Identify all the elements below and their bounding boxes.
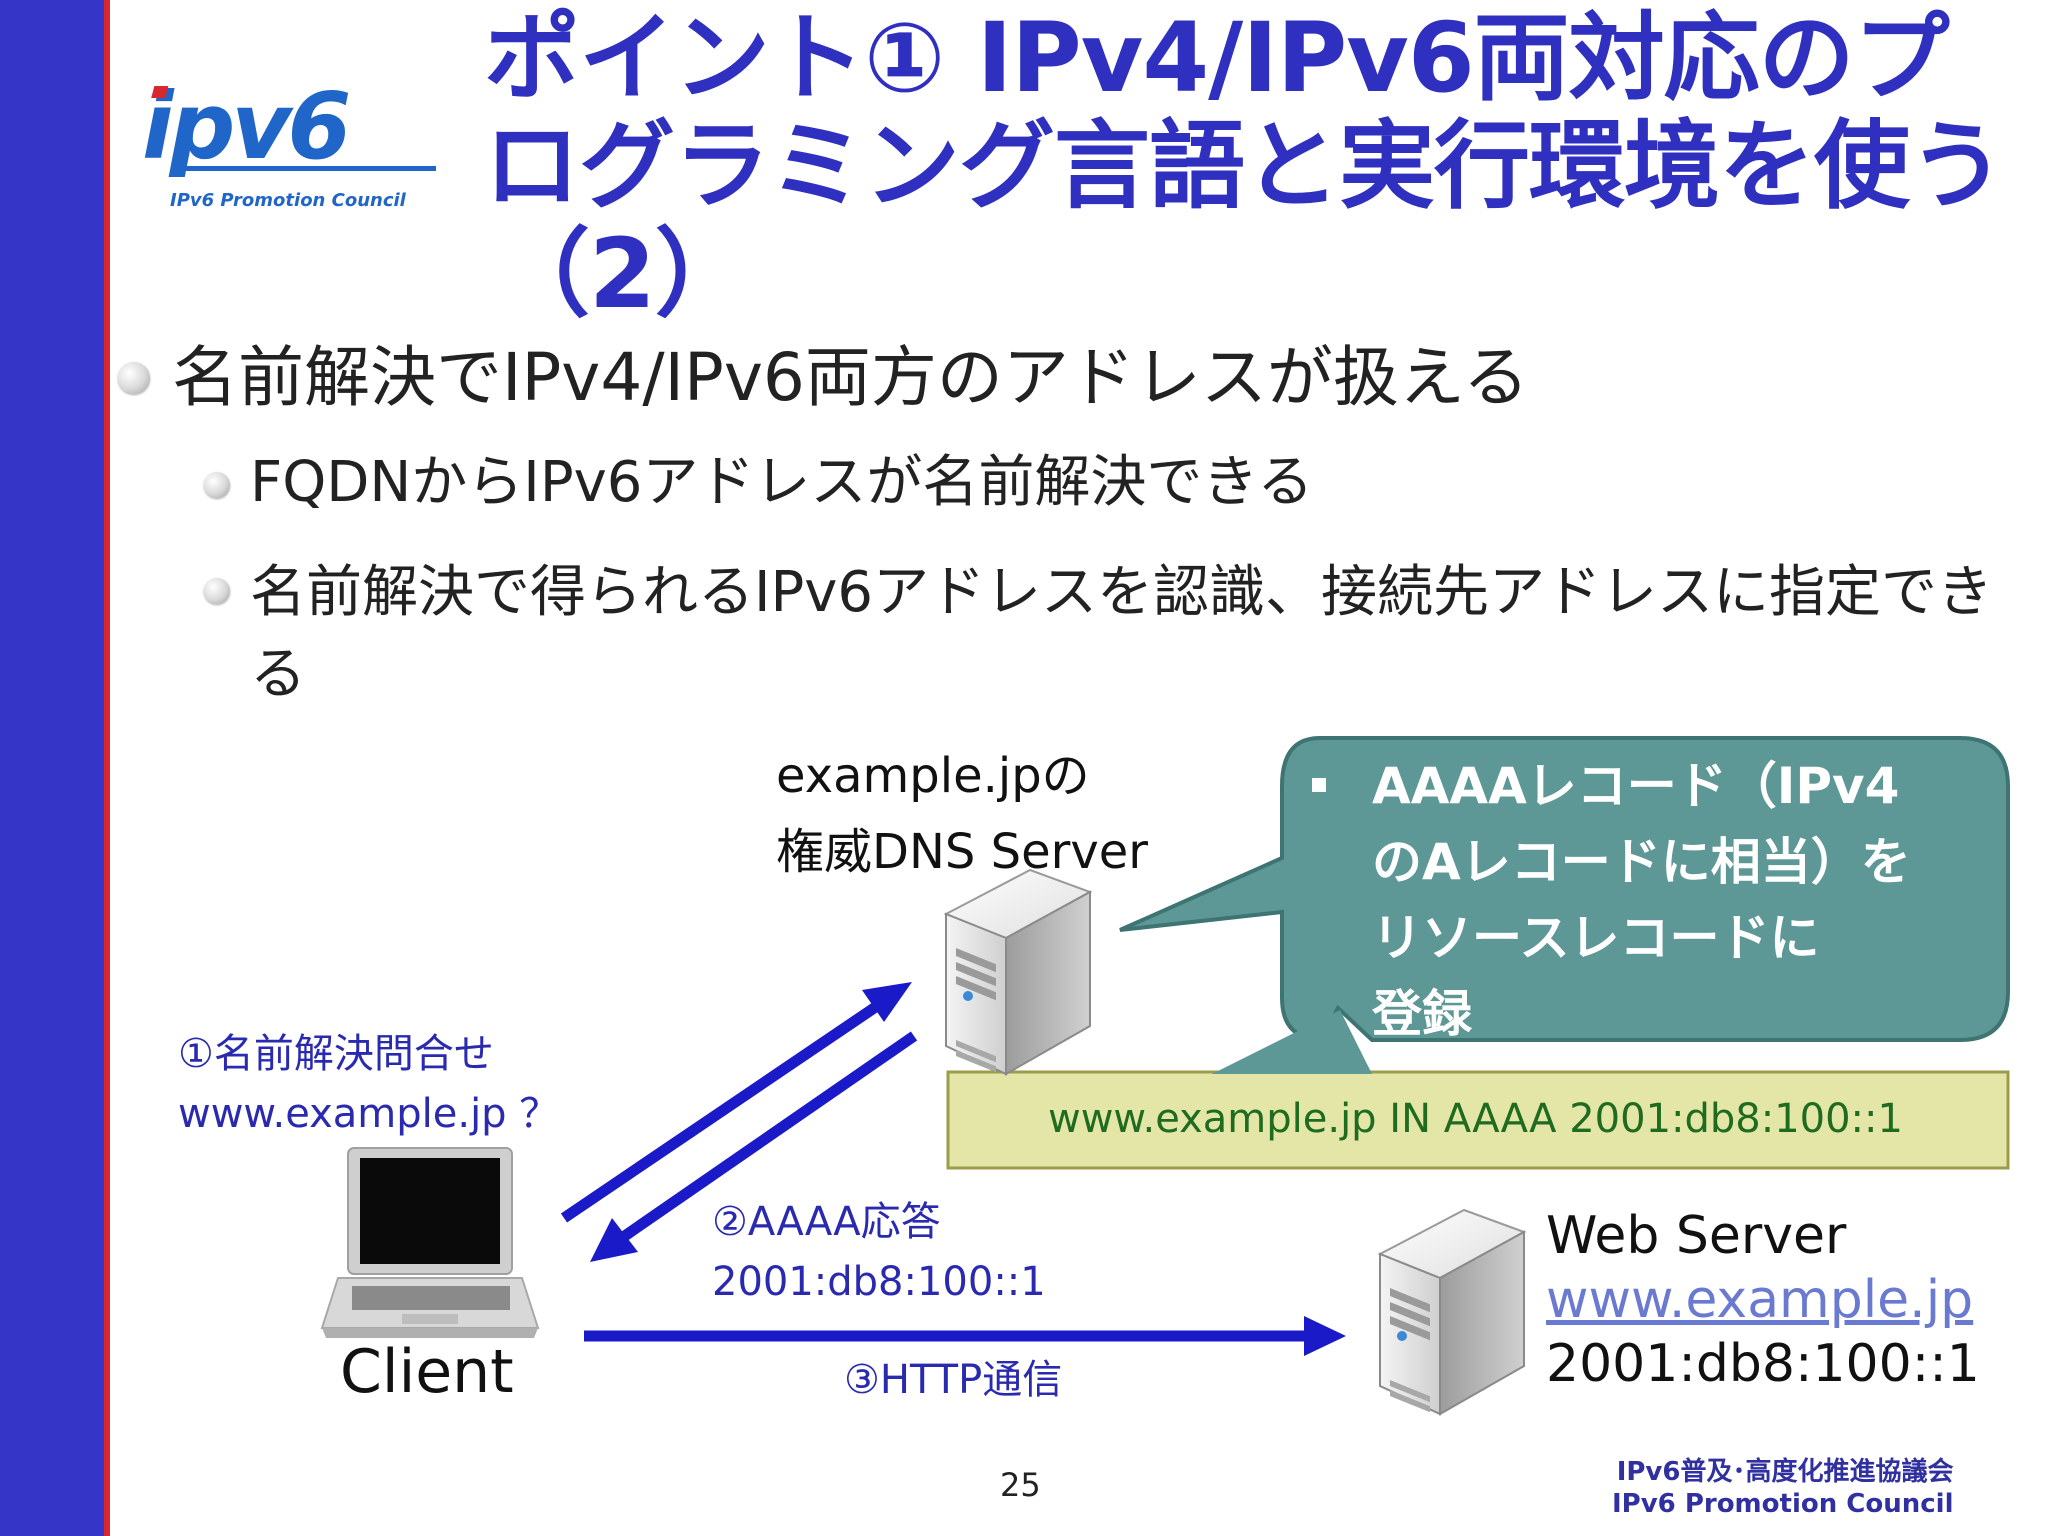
callout-tail <box>1212 1010 1372 1074</box>
title-line-2: ログラミング言語と実行環境を使う <box>484 110 2005 222</box>
bullet-item-3: 名前解決で得られるIPv6アドレスを認識、接続先アドレスに指定できる <box>250 560 1994 707</box>
http-arrow <box>584 1316 1346 1356</box>
bullet-marker-2 <box>204 472 230 498</box>
page-number: 25 <box>1000 1466 1041 1504</box>
dns-server-icon <box>943 868 1093 1076</box>
footer-logo: IPv6普及･高度化推進協議会 IPv6 Promotion Council <box>1612 1456 1953 1520</box>
web-server-url-link[interactable]: www.example.jp <box>1546 1270 1974 1330</box>
web-server-label: Web Server www.example.jp 2001:db8:100::… <box>1546 1204 1980 1396</box>
dns-server-label: example.jpの 権威DNS Server <box>776 738 1148 890</box>
bullet-item-1: 名前解決でIPv4/IPv6両方のアドレスが扱える <box>172 339 1529 416</box>
bullet-marker-1 <box>118 362 150 394</box>
logo-brand-text: ipv6 <box>142 80 348 180</box>
callout-bullet-marker <box>1312 778 1326 792</box>
dns-server-label-line-1: example.jpの <box>776 748 1090 804</box>
sidebar-band <box>0 0 104 1536</box>
footer-logo-line-2: IPv6 Promotion Council <box>1612 1489 1954 1519</box>
slide-title: ポイント① IPv4/IPv6両対応のプ ログラミング言語と実行環境を使う （2… <box>484 4 2024 328</box>
client-label: Client <box>340 1337 514 1407</box>
title-line-1: ポイント① IPv4/IPv6両対応のプ <box>484 2 1950 114</box>
callout-text: AAAAレコード（IPv4 のAレコードに相当）を リソースレコードに 登録 <box>1318 748 2048 1052</box>
web-server-label-title: Web Server <box>1546 1206 1847 1266</box>
answer-label-line-2: 2001:db8:100::1 <box>712 1259 1046 1305</box>
aaaa-record-text: www.example.jp IN AAAA 2001:db8:100::1 <box>1048 1096 1903 1142</box>
answer-arrow <box>590 1031 918 1262</box>
answer-label: ②AAAA応答 2001:db8:100::1 <box>712 1192 1046 1312</box>
callout-line-4: 登録 <box>1372 985 1472 1043</box>
web-server-address: 2001:db8:100::1 <box>1546 1334 1980 1394</box>
laptop-icon <box>320 1147 540 1338</box>
answer-label-line-1: ②AAAA応答 <box>712 1199 941 1245</box>
query-arrow <box>560 982 912 1223</box>
ipv6-logo: ipv6 IPv6 Promotion Council <box>142 80 436 211</box>
dns-server-label-line-2: 権威DNS Server <box>776 824 1149 880</box>
query-label-line-2: www.example.jp ？ <box>178 1091 560 1137</box>
callout-bubble <box>1119 736 2010 1042</box>
sidebar-accent-line <box>104 0 110 1536</box>
callout-line-3: リソースレコードに <box>1372 909 1820 967</box>
footer-logo-line-1: IPv6普及･高度化推進協議会 <box>1616 1457 1954 1487</box>
query-label: ①名前解決問合せ www.example.jp ？ <box>178 1024 559 1144</box>
record-box <box>946 1070 2010 1170</box>
callout-line-2: のAレコードに相当）を <box>1372 833 1911 891</box>
bullet-item-2: FQDNからIPv6アドレスが名前解決できる <box>250 450 1314 515</box>
callout-line-1: AAAAレコード（IPv4 <box>1372 757 1900 815</box>
web-server-icon <box>1377 1208 1527 1416</box>
bullet-marker-3 <box>204 578 230 604</box>
http-label: ③HTTP通信 <box>844 1357 1063 1403</box>
logo-tagline: IPv6 Promotion Council <box>170 190 407 211</box>
query-label-line-1: ①名前解決問合せ <box>178 1031 494 1077</box>
title-line-3: （2） <box>494 218 751 330</box>
